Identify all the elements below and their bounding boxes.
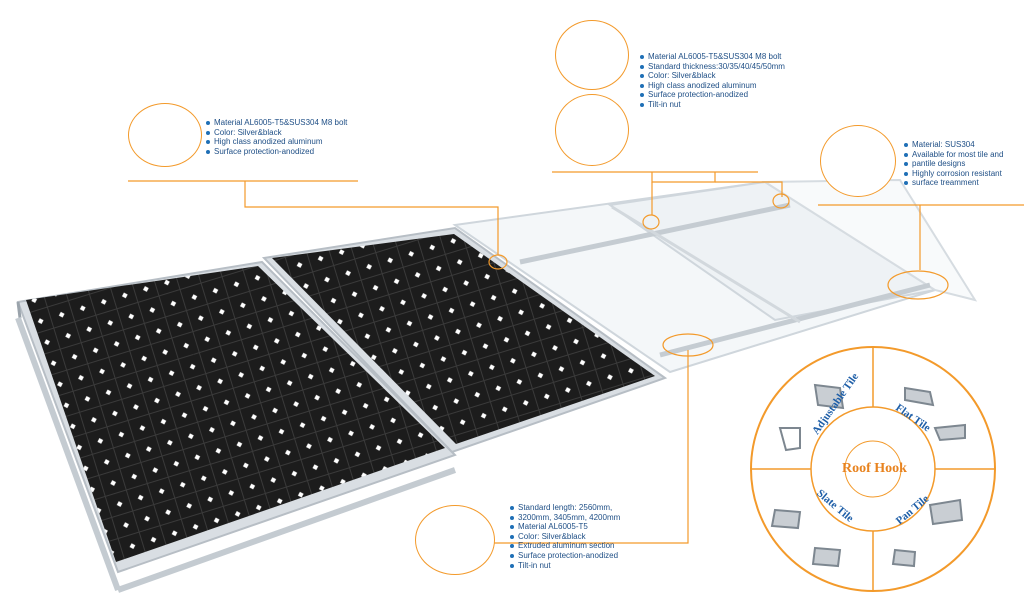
mid-clamp-thumbnail — [555, 94, 629, 166]
spec-item: Material AL6005-T5 — [510, 522, 620, 532]
rail-profile-thumbnail — [415, 505, 495, 575]
spec-item: Material AL6005-T5&SUS304 M8 bolt — [206, 118, 347, 128]
wheel-center-label: Roof Hook — [842, 461, 907, 476]
spec-item: Tilt-in nut — [640, 100, 785, 110]
transparent-panels — [452, 178, 978, 374]
spec-item: Material AL6005-T5&SUS304 M8 bolt — [640, 52, 785, 62]
end-clamp-thumbnail — [555, 20, 629, 90]
spec-item: Surface protection-anodized — [206, 147, 347, 157]
spec-item: Surface protection-anodized — [510, 551, 620, 561]
spec-item: pantile designs — [904, 159, 1003, 169]
right-hook-specs: Material: SUS304 Available for most tile… — [904, 140, 1003, 188]
spec-item: High class anodized aluminum — [206, 137, 347, 147]
spec-item: Tilt-in nut — [510, 561, 620, 571]
spec-item: Highly corrosion resistant — [904, 169, 1003, 179]
roof-hook-wheel — [750, 346, 996, 592]
spec-item: surface treamment — [904, 178, 1003, 188]
left-rail-specs: Material AL6005-T5&SUS304 M8 bolt Color:… — [206, 118, 347, 156]
spec-item: High class anodized aluminum — [640, 81, 785, 91]
spec-item: Surface protection-anodized — [640, 90, 785, 100]
spec-item: Color: Silver&black — [640, 71, 785, 81]
spec-item: Material: SUS304 — [904, 140, 1003, 150]
spec-item: Standard thickness:30/35/40/45/50mm — [640, 62, 785, 72]
spec-item: Extruded aluminum section — [510, 541, 620, 551]
spec-item: Available for most tile and — [904, 150, 1003, 160]
rail-splice-thumbnail — [128, 103, 202, 167]
tile-hook-thumbnail — [820, 125, 896, 197]
top-clamp-specs: Material AL6005-T5&SUS304 M8 bolt Standa… — [640, 52, 785, 110]
hook-product-sketches — [770, 383, 966, 568]
bottom-rail-specs: Standard length: 2560mm, 3200mm, 3405mm,… — [510, 503, 620, 570]
spec-item: 3200mm, 3405mm, 4200mm — [510, 513, 620, 523]
spec-item: Color: Silver&black — [206, 128, 347, 138]
solar-panels — [15, 226, 668, 593]
spec-item: Color: Silver&black — [510, 532, 620, 542]
callout-leaders — [128, 171, 1024, 544]
spec-item: Standard length: 2560mm, — [510, 503, 620, 513]
